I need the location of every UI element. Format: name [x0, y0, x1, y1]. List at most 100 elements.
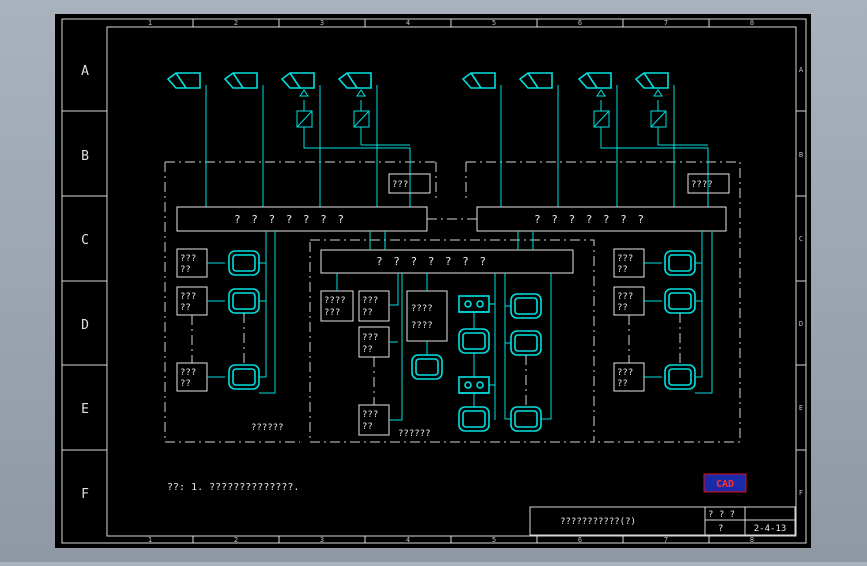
title-block-cell-top: ? ? ? — [708, 510, 735, 520]
row-letters-left: A B C D E F — [81, 64, 89, 502]
row-letter: C — [799, 235, 803, 243]
unit-label: ?? — [180, 265, 191, 275]
unit-label: ??? — [180, 292, 196, 302]
camera-icon — [634, 72, 669, 89]
column-ticks — [192, 19, 710, 543]
left-zone-boundary — [164, 161, 436, 443]
row-letter: D — [799, 320, 803, 328]
col-num: 2 — [234, 19, 238, 27]
unit-label: ??? — [362, 333, 378, 343]
monitor-links-left — [259, 231, 276, 394]
center-panel-caption: ?????? — [398, 429, 431, 439]
unit-label: ??? — [362, 410, 378, 420]
unit-label: ?? — [180, 379, 191, 389]
unit-label: ?? — [617, 379, 628, 389]
tall-box-label: ???? — [411, 304, 433, 314]
left-top-box-label: ??? — [392, 180, 408, 190]
center-links — [336, 273, 428, 421]
col-num: 5 — [492, 536, 496, 544]
unit-label: ?? — [362, 422, 373, 432]
monitor-links-right — [695, 231, 713, 394]
unit-links — [644, 262, 662, 378]
right-panel-units: ??? ?? ??? ?? ??? ?? — [613, 248, 662, 392]
row-letter: A — [799, 66, 804, 74]
unit-label: ?? — [617, 303, 628, 313]
center-right-links — [489, 273, 552, 420]
notes-text: ??: 1. ??????????????. — [167, 482, 299, 493]
unit-label: ??? — [180, 254, 196, 264]
unit-label: ??? — [617, 368, 633, 378]
camera-icon — [518, 72, 553, 89]
right-top-box — [687, 173, 730, 194]
row-letter: B — [81, 149, 89, 164]
right-row-ticks — [796, 110, 806, 451]
col-num: 8 — [750, 19, 754, 27]
row-letter: E — [81, 402, 89, 417]
control-unit — [358, 290, 390, 322]
tall-box-label: ???? — [411, 321, 433, 331]
right-matrix-bus-label: ? ? ? ? ? ? ? — [534, 213, 646, 226]
column-numbers-top: 1 2 3 4 5 6 7 8 — [148, 19, 754, 27]
center-zone-boundary — [309, 239, 595, 443]
row-letter: C — [81, 233, 89, 248]
right-top-box-label: ???? — [691, 180, 713, 190]
camera-icon — [577, 72, 612, 89]
camera-feed-lines — [205, 85, 709, 207]
unit-label: ??? — [617, 254, 633, 264]
row-letter: D — [81, 318, 89, 333]
left-top-box — [388, 173, 431, 194]
title-block-cell-mid: ? — [718, 524, 723, 534]
camera-group-right — [461, 72, 669, 89]
center-matrix-bus — [320, 249, 574, 274]
col-num: 7 — [664, 19, 668, 27]
row-letter: E — [799, 404, 803, 412]
right-zone-boundary — [466, 161, 741, 443]
col-num: 1 — [148, 536, 152, 544]
unit-label: ?? — [180, 303, 191, 313]
bus-interconnect-lines — [369, 231, 534, 250]
camera-icon — [461, 72, 496, 89]
monitor-icon — [411, 354, 443, 380]
title-block — [529, 506, 796, 536]
left-matrix-bus-label: ? ? ? ? ? ? ? — [234, 213, 346, 226]
unit-label: ??? — [362, 296, 378, 306]
sheet-background — [55, 14, 811, 548]
col-num: 4 — [406, 19, 410, 27]
title-block-title: ???????????(?) — [560, 517, 636, 527]
row-letter: F — [81, 487, 89, 502]
row-letter: F — [799, 489, 803, 497]
logo-text: CAD — [716, 479, 734, 490]
unit-label: ??? — [180, 368, 196, 378]
col-num: 7 — [664, 536, 668, 544]
dual-box-label: ???? — [324, 296, 346, 306]
col-num: 6 — [578, 19, 582, 27]
unit-label: ?? — [362, 308, 373, 318]
row-divider-lines — [62, 110, 107, 451]
unit-label: ?? — [617, 265, 628, 275]
row-letter: A — [81, 64, 89, 79]
dual-box-label: ??? — [324, 308, 340, 318]
col-num: 4 — [406, 536, 410, 544]
col-num: 2 — [234, 536, 238, 544]
row-letters-right: A B C D E F — [799, 66, 804, 497]
unit-label: ?? — [362, 345, 373, 355]
col-num: 6 — [578, 536, 582, 544]
camera-icon — [223, 72, 258, 89]
logo-box — [703, 473, 747, 493]
left-panel-caption: ?????? — [251, 423, 284, 433]
col-num: 1 — [148, 19, 152, 27]
camera-icon — [280, 72, 315, 89]
camera-icon — [337, 72, 372, 89]
col-num: 3 — [320, 536, 324, 544]
center-panel-units: ???? ??? ??? ?? ??? ?? ??? ?? ???? ???? … — [320, 273, 448, 439]
center-matrix-bus-label: ? ? ? ? ? ? ? — [376, 255, 488, 268]
camera-group-left — [166, 72, 372, 89]
camera-icon — [166, 72, 201, 89]
unit-label: ??? — [617, 292, 633, 302]
col-num: 5 — [492, 19, 496, 27]
drawing-number: 2-4-13 — [754, 524, 787, 534]
row-letter: B — [799, 151, 803, 159]
column-numbers-bottom: 1 2 3 4 5 6 7 8 — [148, 536, 754, 544]
